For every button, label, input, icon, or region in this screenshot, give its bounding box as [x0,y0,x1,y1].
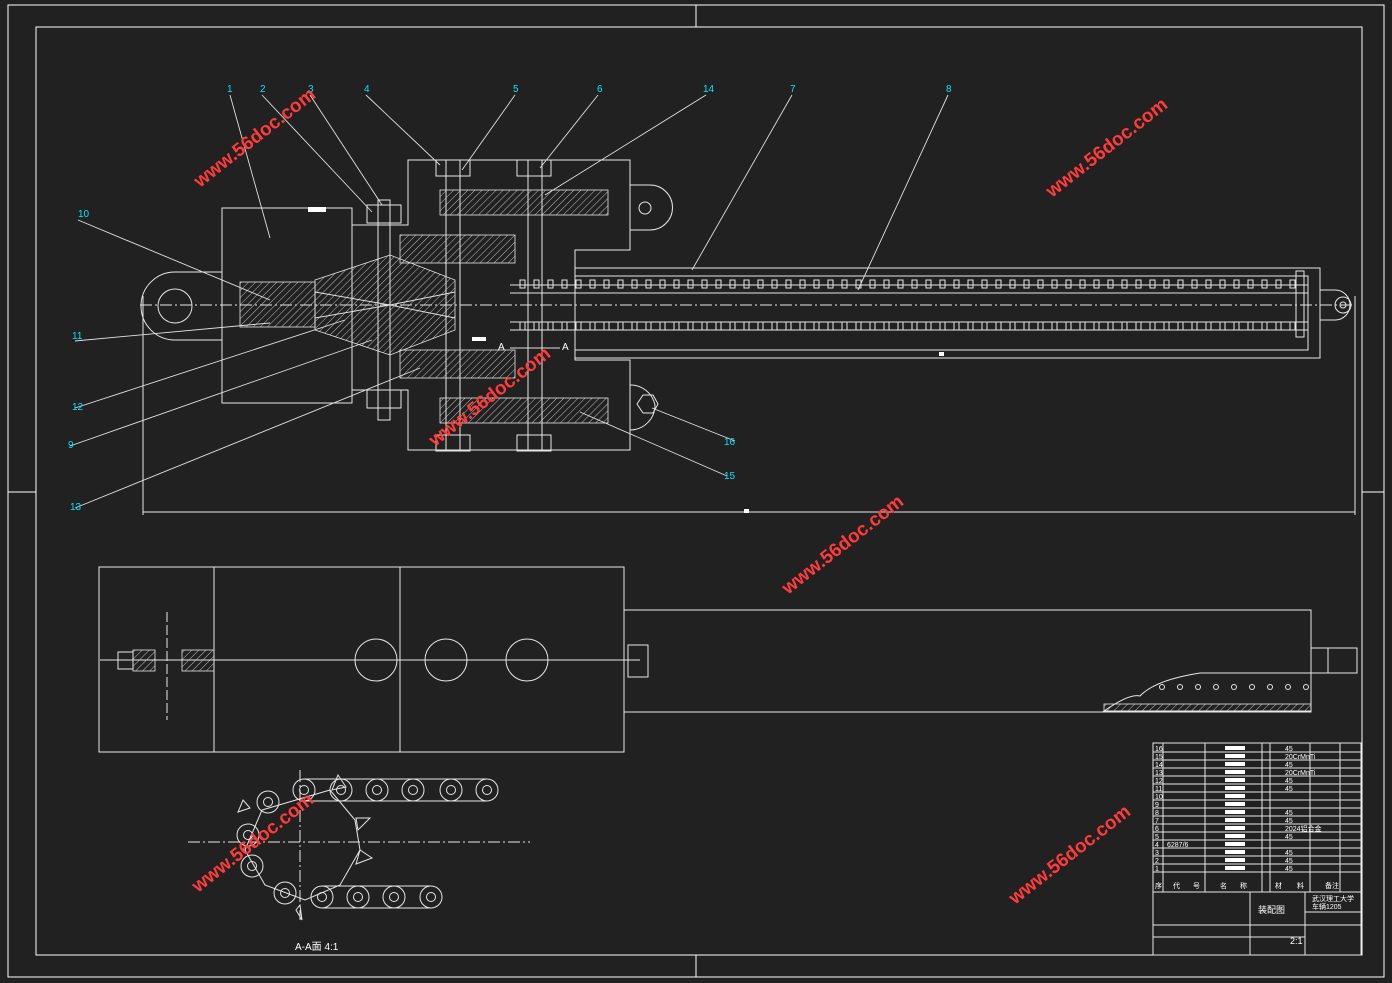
bom-row-no: 15 [1155,754,1163,761]
callout-16: 16 [724,437,736,448]
chain-roller [346,885,370,909]
bom-header-cell: 备注 [1325,881,1339,890]
callout-1: 1 [227,84,233,95]
bom-row-material: 45 [1285,850,1293,857]
chain-roller [439,778,463,802]
chain-roller [401,778,425,802]
bom-row-code: 6287/6 [1167,842,1189,849]
bom-header-cell: 料 [1297,881,1304,890]
bom-row-material: 45 [1285,778,1293,785]
bom-row-material: 45 [1285,786,1293,793]
bom-header-cell: 序 [1155,881,1162,890]
part-callouts: 1 2 3 4 5 6 14 7 8 10 11 12 9 13 16 15 [68,84,952,513]
bom-row-material: 45 [1285,746,1293,753]
chain-roller [382,885,406,909]
callout-5: 5 [513,84,519,95]
chain-roller [256,790,280,814]
chain-roller [236,823,260,847]
bom-row-no: 11 [1155,786,1162,793]
bom-row-material: 20CrMnTi [1285,754,1316,761]
chain-roller [475,778,499,802]
bom-row-no: 2 [1155,858,1159,865]
bom-row-no: 4 [1155,842,1159,849]
callout-8: 8 [946,84,952,95]
bom-row-material: 20CrMnTi [1285,770,1316,777]
watermark-4: www.56doc.com [777,491,907,599]
chain-roller [240,854,264,878]
chain-roller [365,778,389,802]
bom-row-material: 45 [1285,834,1293,841]
bom-header-cell: 称 [1240,881,1247,890]
bom-row-no: 16 [1155,746,1163,753]
section-caption: A-A面 4:1 [295,942,339,953]
callout-7: 7 [790,84,796,95]
bom-row-no: 7 [1155,818,1159,825]
callout-9: 9 [68,440,74,451]
drawing-border [7,4,1385,978]
bom-row-material: 45 [1285,810,1293,817]
drawing-name: 装配图 [1258,904,1285,915]
plan-view [98,566,1358,753]
class-name: 车辆1205 [1312,902,1342,911]
callout-3: 3 [308,84,314,95]
bom-row-no: 8 [1155,810,1159,817]
callout-2: 2 [260,84,266,95]
section-a-a-view: A-A面 4:1 [188,770,530,953]
callout-14: 14 [703,84,715,95]
bom-row-no: 14 [1155,762,1163,769]
watermark-5: www.56doc.com [187,789,317,897]
bom-header-cell: 名 [1220,881,1227,890]
bom-row-no: 13 [1155,770,1163,777]
bom-row-no: 1 [1155,866,1159,873]
watermark-2: www.56doc.com [1041,94,1171,202]
bom-row-no: 6 [1155,826,1159,833]
main-assembly-view: A A [140,159,1356,515]
chain-roller [419,885,443,909]
bom-row-material: 2024铝合金 [1285,824,1322,833]
callout-15: 15 [724,471,736,482]
callout-13: 13 [70,502,82,513]
bom-row-no: 10 [1155,794,1163,801]
section-mark-a-left: A [498,342,505,353]
bom-row-material: 45 [1285,866,1293,873]
callout-4: 4 [364,84,370,95]
bom-row-material: 45 [1285,762,1293,769]
bom-row-material: 45 [1285,818,1293,825]
callout-10: 10 [78,209,90,220]
callout-11: 11 [72,331,83,342]
callout-12: 12 [72,402,84,413]
chain-roller [310,885,334,909]
chain-roller [273,881,297,905]
bom-header-cell: 材 [1275,881,1282,890]
chain-links [519,279,1296,331]
bom-row-no: 9 [1155,802,1159,809]
bom-row-no: 3 [1155,850,1159,857]
scale: 2:1 [1290,936,1303,946]
callout-6: 6 [597,84,603,95]
bom-header-cell: 号 [1193,882,1200,890]
section-mark-a-right: A [562,342,569,353]
bom-header-cell: 代 [1173,881,1180,890]
watermark-6: www.56doc.com [1004,801,1134,909]
school-name: 武汉理工大学 [1312,894,1354,903]
bom-row-no: 12 [1155,778,1163,785]
bom-row-material: 45 [1285,858,1293,865]
watermark-1: www.56doc.com [189,84,319,192]
bom-row-no: 5 [1155,834,1159,841]
